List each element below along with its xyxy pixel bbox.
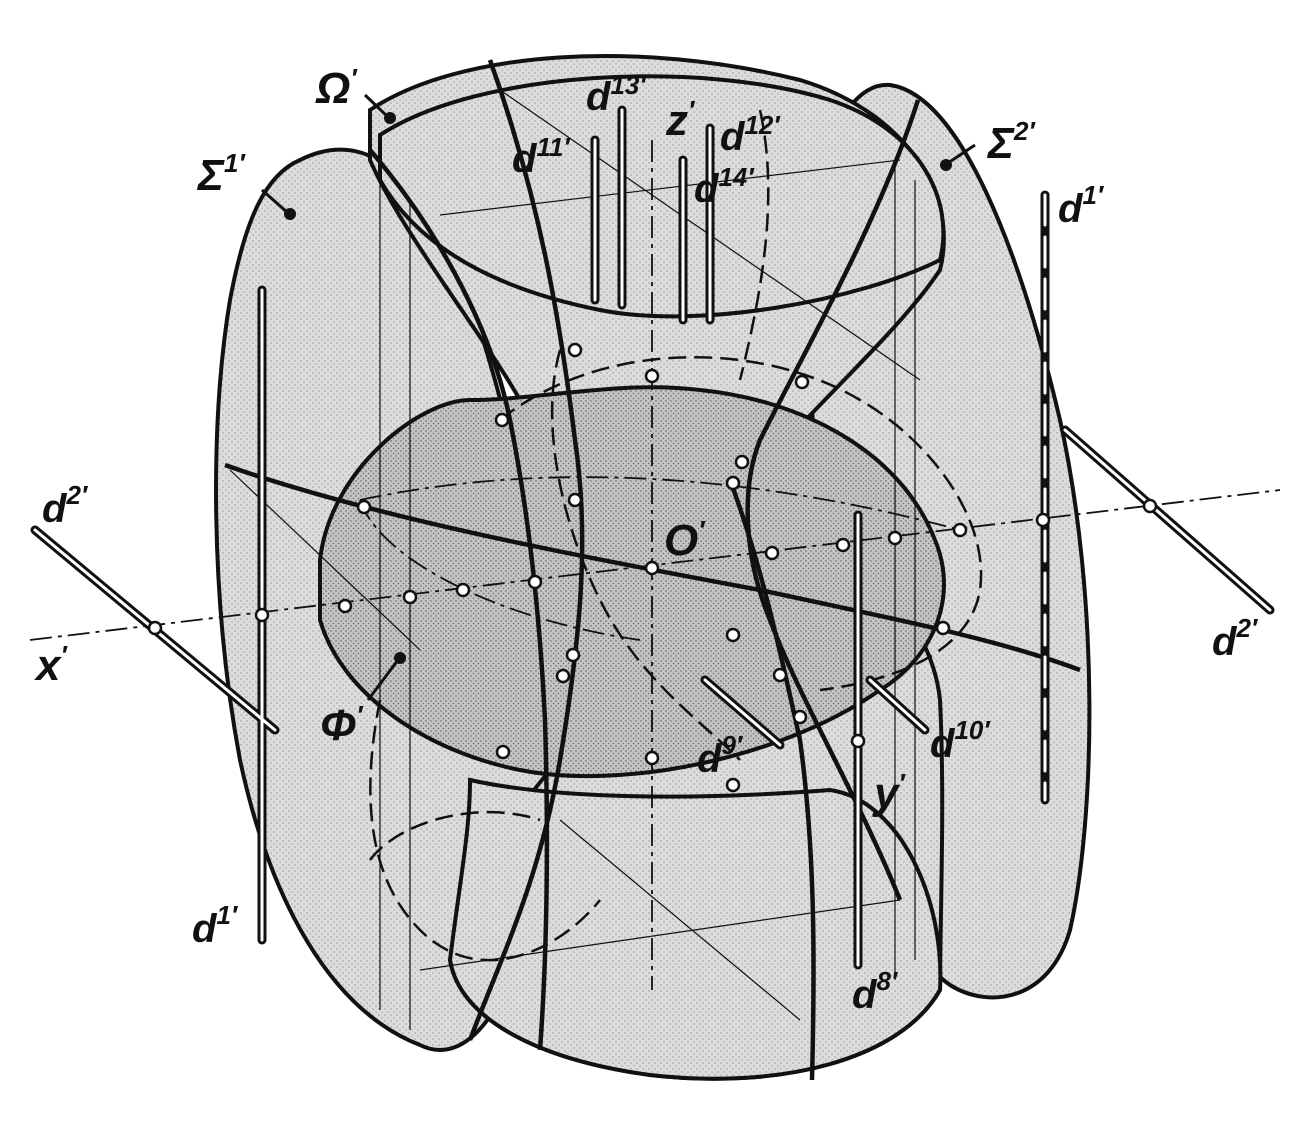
label-leaders [261,93,976,701]
label-origin: O′ [664,515,706,565]
label-phi: Φ′ [320,700,364,750]
label-d9: d9′ [697,730,744,781]
hidden-contours [369,109,983,962]
intersection-points [147,342,1158,793]
label-omega: Ω′ [315,63,358,113]
label-d10: d10′ [930,715,991,766]
label-d14: d14′ [694,162,755,211]
label-x-axis: x′ [34,640,68,690]
omega-top-rim [378,74,946,319]
label-y-axis: y′ [872,768,906,818]
point-origin [644,560,660,576]
label-leader-dots [284,112,952,664]
label-d8: d8′ [852,966,899,1017]
label-z-axis: z′ [665,95,696,145]
label-d1-top: d1′ [1058,180,1105,231]
label-d12: d12′ [720,110,781,159]
label-d13: d13′ [586,70,647,119]
label-d11: d11′ [512,132,571,181]
label-sigma2: Σ2′ [986,116,1036,168]
label-d2-left: d2′ [42,480,89,531]
label-d2-right: d2′ [1212,613,1259,664]
label-sigma1: Σ1′ [196,148,246,200]
label-d1-bottom: d1′ [192,900,239,951]
